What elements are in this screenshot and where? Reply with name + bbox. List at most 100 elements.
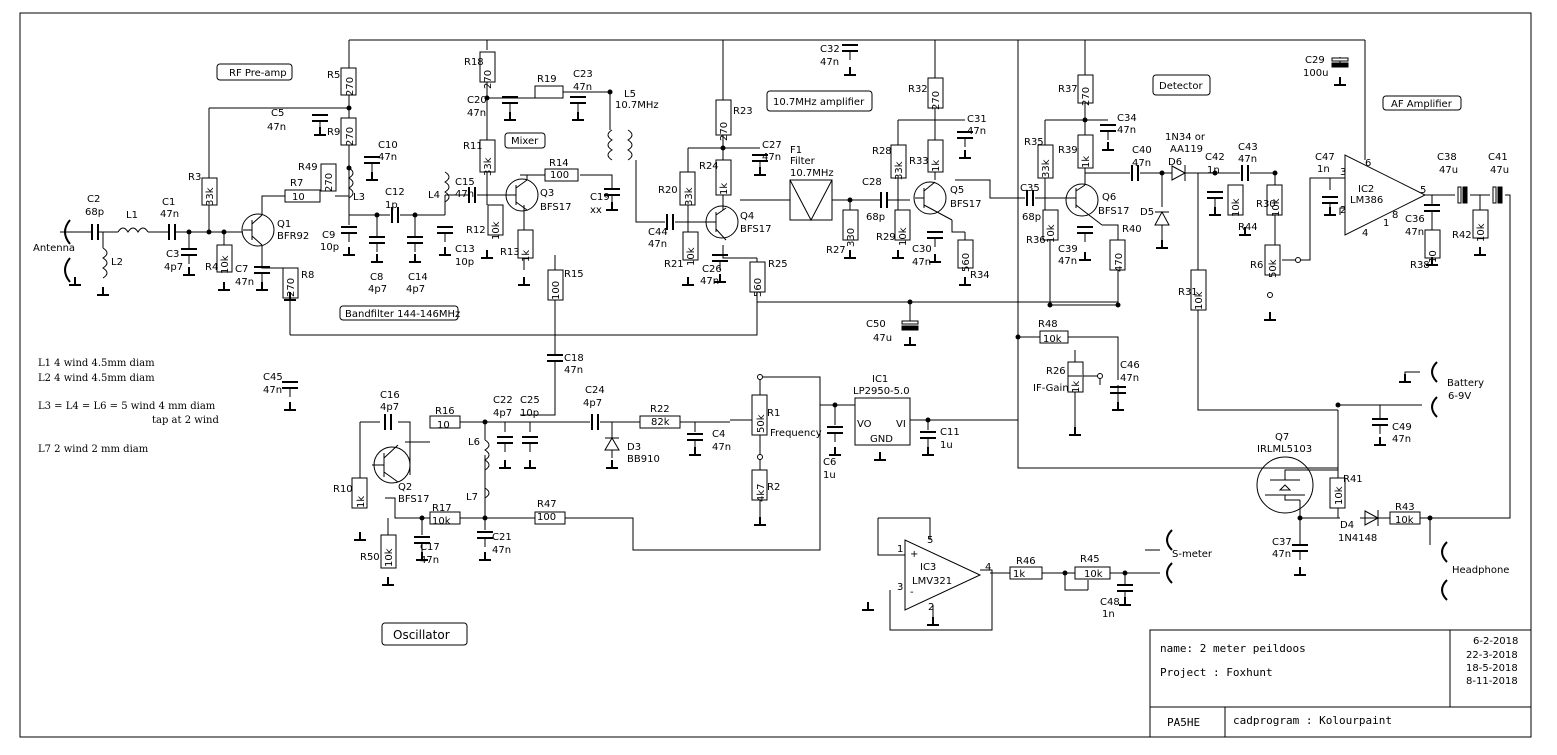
resistor-r24 (715, 159, 732, 196)
label-q4: Q4 (740, 211, 754, 222)
ground-symbol (1374, 437, 1386, 446)
title-date-1: 6-2-2018 (1473, 636, 1518, 647)
label-r9v: 270 (345, 127, 356, 146)
resistor-r37 (1077, 74, 1094, 104)
resistor-r32 (927, 77, 944, 109)
label-r16: R16 (435, 406, 455, 417)
label-r33: R33 (909, 156, 929, 167)
label-r20: R20 (658, 185, 678, 196)
ground-symbol (504, 112, 516, 121)
junction-dot (847, 197, 853, 203)
resistor-r3 (201, 177, 218, 206)
label-r19: R19 (537, 74, 557, 85)
label-ic3p2: 2 (928, 602, 934, 613)
battery-minus-jack (1431, 361, 1438, 383)
capacitor-c38 (1457, 186, 1468, 204)
section-labels: RF Pre-amp Mixer 10.7MHz amplifier Detec… (216, 63, 1462, 646)
label-r37: R37 (1058, 84, 1078, 95)
label-f1a: Filter (790, 156, 816, 167)
label-c12: C12 (385, 187, 405, 198)
junction-dot (1047, 302, 1053, 308)
label-c6: C6 (823, 457, 836, 468)
label-ic2p4: 4 (1362, 228, 1368, 239)
transistor-q6 (1065, 183, 1103, 226)
label-c50: C50 (866, 319, 886, 330)
resistor-r19 (534, 85, 564, 99)
label-c35v: 68p (1022, 212, 1041, 223)
label-c4: C4 (712, 429, 725, 440)
label-c18: C18 (564, 353, 584, 364)
label-l1: L1 (126, 210, 138, 221)
label-c46: C46 (1120, 360, 1140, 371)
capacitor-c14 (407, 236, 423, 252)
label-d4: D4 (1340, 520, 1354, 531)
label-c43v: 47n (1238, 154, 1257, 165)
label-d6a: 1N34 or (1165, 132, 1206, 143)
ground-symbol (892, 250, 904, 259)
resistor-r47 (534, 511, 566, 525)
label-c32v: 47n (820, 57, 839, 68)
junction-dot (206, 229, 212, 235)
label-c13: C13 (455, 244, 475, 255)
label-c29v: 100u (1303, 68, 1328, 79)
label-l6: L6 (468, 437, 480, 448)
label-c10v: 47n (378, 152, 397, 163)
ground-symbol (1264, 312, 1276, 321)
inductor-l3 (348, 167, 354, 199)
ground-symbol (1156, 240, 1168, 249)
label-c45v: 47n (263, 385, 282, 396)
capacitor-c21 (477, 531, 493, 547)
label-c39: C39 (1058, 244, 1078, 255)
ground-symbol (829, 447, 841, 456)
junction-dot (1272, 170, 1278, 176)
label-c17: C17 (420, 542, 440, 553)
sheet-border (19, 12, 1532, 738)
capacitor-c24 (591, 414, 599, 430)
label-plus: + (910, 549, 918, 560)
capacitor-c49 (1372, 418, 1388, 434)
label-r15v: 100 (551, 281, 562, 300)
capacitor-c20 (502, 96, 518, 112)
label-r42v: 10k (1476, 223, 1487, 242)
label-r24: R24 (699, 161, 719, 172)
capacitor-c12 (391, 207, 399, 223)
junction-dot (419, 515, 425, 521)
label-c26: C26 (702, 264, 722, 275)
label-d4v: 1N4148 (1338, 533, 1377, 544)
capacitor-c30 (927, 231, 943, 247)
ground-symbol (1239, 227, 1251, 236)
label-q5v: BFS17 (950, 199, 982, 210)
label-q3: Q3 (540, 188, 554, 199)
connectors (64, 219, 1448, 601)
title-date-2: 22-3-2018 (1466, 650, 1518, 661)
label-q6: Q6 (1102, 192, 1116, 203)
terminal (1295, 257, 1301, 263)
ground-symbol (844, 67, 856, 76)
label-c3v: 4p7 (164, 262, 183, 273)
label-r49: R49 (298, 162, 318, 173)
ic2-triangle (1344, 154, 1427, 236)
label-q3v: BFS17 (540, 202, 572, 213)
label-ic3p1: 1 (897, 544, 903, 555)
battery-plus-jack (1431, 396, 1438, 418)
headphone-jack-1 (1441, 541, 1448, 563)
capacitor-c45 (282, 381, 298, 397)
resistor-r18 (479, 51, 496, 83)
ground-symbol (1209, 207, 1221, 216)
ground-symbol (284, 292, 296, 301)
transistor-q3 (505, 178, 539, 212)
label-c16v: 4p7 (380, 402, 399, 413)
junction-dot (832, 402, 838, 408)
label-r36v: 10k (1046, 224, 1057, 243)
ground-symbol (1069, 427, 1081, 436)
inductor-l5-primary (607, 129, 613, 161)
label-r23: R23 (733, 106, 753, 117)
ground-symbol (959, 150, 971, 159)
label-c20v: 47n (467, 108, 486, 119)
label-c15v: 47n (455, 189, 474, 200)
ground-symbol (1079, 252, 1091, 261)
resistor-r49 (320, 163, 337, 192)
ground-symbol (409, 254, 421, 263)
coil-note-1: L1 4 wind 4.5mm diam (38, 358, 155, 369)
capacitors (91, 44, 1503, 600)
